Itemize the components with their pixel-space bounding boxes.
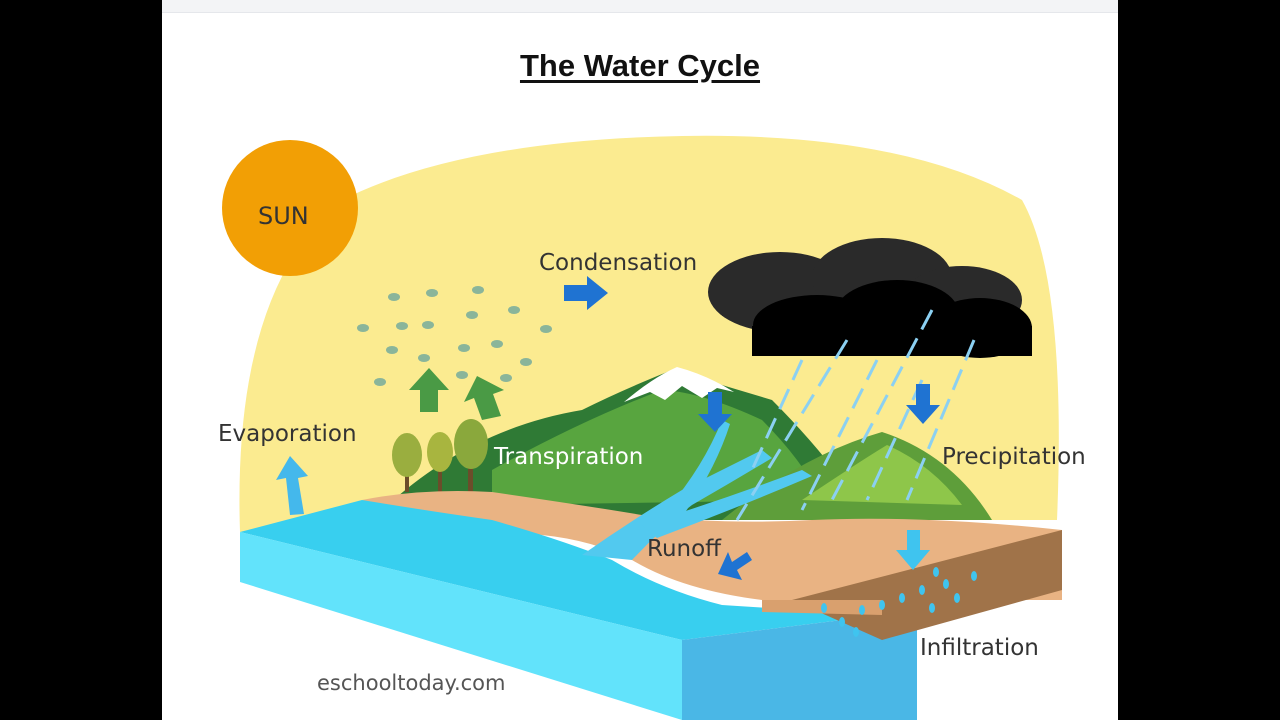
hill-right-light [802,445,962,505]
transpiration-label: Transpiration [493,444,643,470]
page-canvas: The Water Cycle SUN Condensation [162,0,1118,720]
condensation-arrow-icon [564,276,608,310]
infiltration-arrow-icon [896,530,930,570]
transpiration-arrow-icon [464,376,504,420]
precipitation-arrow-icon [698,392,732,432]
mountain-snowcap [624,367,734,402]
water-side [682,615,917,720]
ground-bank [362,491,1062,600]
rain-streaks [735,309,976,521]
water-surface [240,500,882,640]
credit-text: eschooltoday.com [317,671,506,695]
sun-label: SUN [258,202,309,230]
infiltration-droplets [821,567,977,637]
title-text: The Water Cycle [519,48,761,83]
top-bar [162,0,1118,13]
page-title: The Water Cycle [162,48,1118,84]
runoff-arrow-icon [718,552,752,580]
river-branch [642,470,812,538]
precipitation-label: Precipitation [942,444,1086,470]
transpiration-arrow-icon [409,368,449,412]
vapour-dots [357,286,552,386]
trees [392,419,488,494]
evaporation-label: Evaporation [218,421,357,447]
sky-background [239,135,1059,532]
precipitation-arrow-icon [906,384,940,424]
water-cycle-diagram: SUN Condensation [218,135,1086,720]
rain-cloud-front-icon [752,280,1032,358]
water-front [240,532,682,720]
river-branch [662,420,730,525]
sun-icon [222,140,358,276]
runoff-label: Runoff [647,536,722,562]
condensation-label: Condensation [539,250,697,276]
infiltration-label: Infiltration [920,635,1039,661]
evaporation-arrow-icon [276,456,308,515]
